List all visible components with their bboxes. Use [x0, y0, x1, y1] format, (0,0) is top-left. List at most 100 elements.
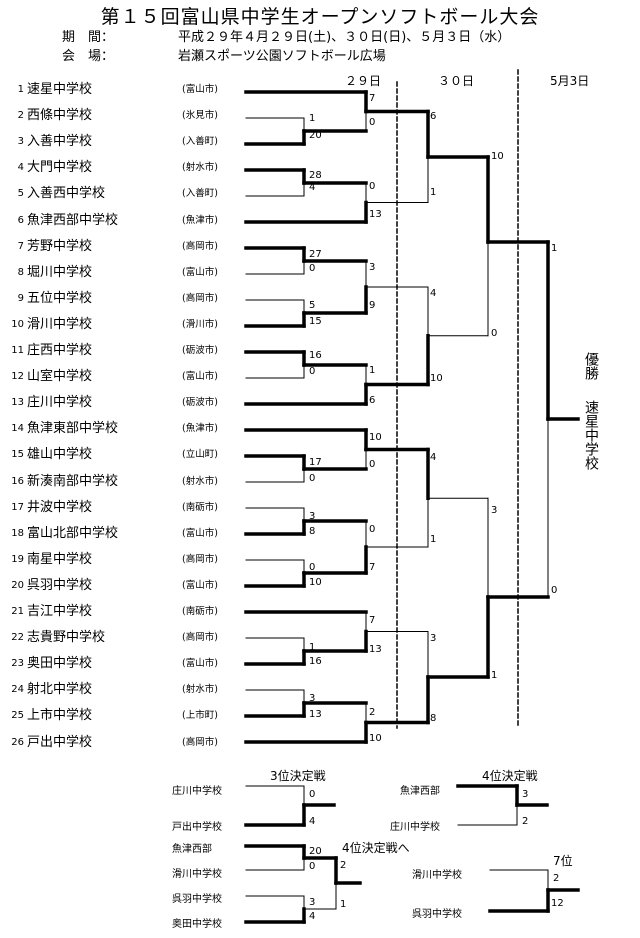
team-name: 庄川中学校: [27, 395, 93, 411]
match-score: 28: [309, 170, 322, 181]
match-score: 0: [369, 181, 376, 192]
fourth-place-score-b: 2: [522, 816, 529, 827]
team-city: (立山町): [182, 449, 218, 461]
match-score: 3: [491, 505, 498, 516]
team-city: (富山市): [182, 579, 218, 591]
match-score: 10: [491, 151, 504, 162]
team-city: (砺波市): [182, 397, 218, 409]
to-fourth-team-3: 呉羽中学校: [172, 894, 222, 905]
team-name: 新湊南部中学校: [27, 473, 119, 489]
to-fourth-score-m2b: 4: [309, 911, 316, 922]
team-name: 奥田中学校: [27, 656, 93, 672]
team-name: 山室中学校: [27, 369, 93, 385]
team-name: 入善西中学校: [27, 186, 106, 202]
seventh-place-team-b: 呉羽中学校: [412, 909, 462, 920]
third-place-team-a: 庄川中学校: [172, 786, 222, 797]
team-name: 五位中学校: [27, 290, 93, 306]
team-city: (入善町): [182, 188, 218, 200]
fourth-place-score-a: 3: [522, 789, 529, 800]
match-score: 8: [309, 526, 316, 537]
match-score: 27: [309, 249, 322, 260]
team-name: 上市中学校: [27, 708, 93, 724]
team-number: 5: [17, 188, 24, 200]
match-score: 3: [369, 262, 376, 273]
match-score: 1: [309, 642, 316, 653]
team-city: (入善町): [182, 136, 218, 148]
day-header-29: ２９日: [345, 74, 382, 88]
team-name: 戸出中学校: [27, 734, 93, 750]
team-number: 4: [17, 162, 24, 174]
match-score: 15: [309, 316, 322, 327]
match-score: 2: [369, 707, 376, 718]
team-city: (高岡市): [182, 736, 218, 748]
team-number: 8: [17, 266, 24, 278]
match-score: 0: [551, 585, 558, 596]
schedule-label: 期 間：: [62, 30, 115, 45]
match-score: 10: [369, 432, 382, 443]
team-name: 吉江中学校: [27, 604, 93, 619]
team-name: 南星中学校: [27, 551, 93, 567]
team-name: 大門中学校: [27, 160, 93, 176]
match-score: 0: [309, 562, 316, 573]
champion-name: 速星中学校: [583, 400, 599, 470]
team-name: 庄西中学校: [27, 343, 93, 358]
team-number: 15: [11, 449, 24, 461]
team-city: (富山市): [182, 266, 218, 278]
match-score: 0: [369, 117, 376, 128]
team-number: 6: [17, 214, 24, 226]
team-number: 25: [11, 710, 24, 722]
venue-label: 会 場：: [62, 49, 115, 64]
to-fourth-team-4: 奥田中学校: [172, 919, 222, 930]
team-number: 7: [17, 240, 24, 252]
team-city: (砺波市): [182, 345, 218, 356]
team-number: 23: [11, 658, 24, 670]
team-number: 13: [11, 397, 24, 409]
match-score: 1: [430, 187, 437, 198]
team-number: 24: [11, 684, 24, 696]
match-score: 4: [309, 182, 316, 193]
third-place-score-b: 4: [309, 816, 316, 827]
team-name: 芳野中学校: [27, 238, 93, 254]
team-number: 12: [11, 371, 24, 383]
team-name: 入善中学校: [27, 134, 93, 150]
team-city: (氷見市): [182, 110, 218, 122]
fourth-place-title: 4位決定戦: [482, 769, 538, 783]
to-fourth-title: 4位決定戦へ: [342, 841, 410, 855]
team-number: 20: [11, 579, 24, 591]
match-score: 13: [309, 709, 322, 720]
team-city: (南砺市): [182, 501, 218, 513]
to-fourth-team-1: 魚津西部: [172, 844, 212, 855]
team-city: (射水市): [182, 684, 218, 696]
match-score: 1: [309, 113, 316, 124]
team-number: 1: [17, 84, 24, 95]
team-name: 西條中学校: [27, 108, 93, 124]
seventh-place-score-b: 12: [551, 898, 564, 909]
match-score: 10: [369, 733, 382, 744]
match-score: 16: [309, 350, 322, 361]
team-name: 堀川中学校: [27, 264, 93, 280]
match-score: 1: [551, 243, 558, 254]
team-number: 9: [17, 292, 24, 304]
to-fourth-team-2: 滑川中学校: [172, 869, 222, 880]
match-score: 3: [430, 633, 437, 644]
team-number: 2: [17, 110, 24, 122]
third-place-score-a: 0: [309, 789, 316, 800]
team-city: (富山市): [182, 527, 218, 539]
team-name: 雄山中学校: [27, 447, 93, 463]
day-header-30: ３０日: [438, 74, 475, 88]
